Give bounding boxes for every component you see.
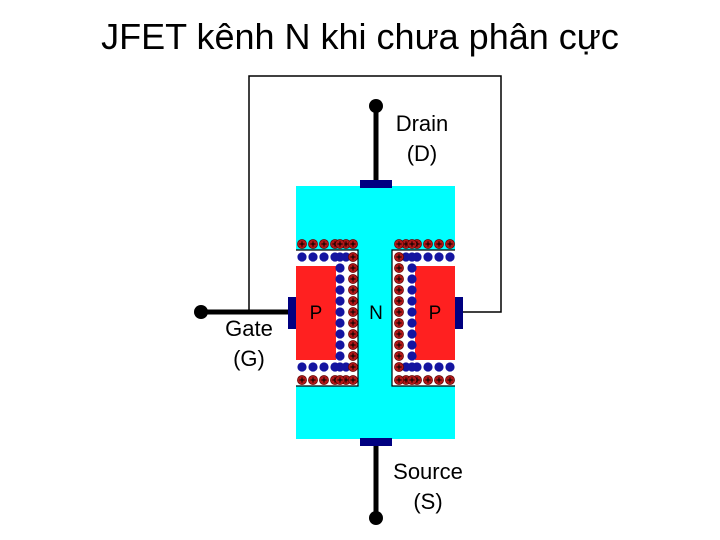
plus-dot-icon	[348, 375, 358, 385]
gate-contact-right	[455, 297, 463, 329]
minus-dot-icon	[445, 252, 455, 262]
minus-dot-icon	[335, 285, 345, 295]
plus-dot-icon	[434, 239, 444, 249]
minus-dot-icon	[335, 340, 345, 350]
minus-dot-icon	[407, 340, 417, 350]
minus-dot-icon	[297, 362, 307, 372]
plus-dot-icon	[308, 239, 318, 249]
minus-dot-icon	[407, 263, 417, 273]
minus-dot-icon	[319, 252, 329, 262]
p-region-left	[296, 266, 336, 360]
minus-dot-icon	[407, 318, 417, 328]
plus-dot-icon	[348, 239, 358, 249]
plus-dot-icon	[445, 239, 455, 249]
charge-carriers	[297, 239, 455, 385]
p-left-label: P	[310, 303, 323, 324]
plus-dot-icon	[394, 351, 404, 361]
plus-dot-icon	[348, 252, 358, 262]
p-region-right	[415, 266, 455, 360]
plus-dot-icon	[445, 375, 455, 385]
minus-dot-icon	[423, 252, 433, 262]
plus-dot-icon	[348, 307, 358, 317]
plus-dot-icon	[348, 274, 358, 284]
gate-name-label: Gate	[225, 316, 273, 341]
minus-dot-icon	[445, 362, 455, 372]
minus-dot-icon	[434, 252, 444, 262]
minus-dot-icon	[335, 274, 345, 284]
plus-dot-icon	[394, 252, 404, 262]
n-channel-label: N	[369, 303, 383, 324]
minus-dot-icon	[423, 362, 433, 372]
gate-terminal-icon	[194, 305, 208, 319]
gate-symbol-label: (G)	[233, 346, 265, 371]
drain-contact	[360, 180, 392, 188]
plus-dot-icon	[297, 375, 307, 385]
source-symbol-label: (S)	[413, 489, 442, 514]
plus-dot-icon	[308, 375, 318, 385]
source-terminal-icon	[369, 511, 383, 525]
plus-dot-icon	[394, 296, 404, 306]
plus-dot-icon	[394, 274, 404, 284]
plus-dot-icon	[394, 340, 404, 350]
plus-dot-icon	[335, 375, 345, 385]
plus-dot-icon	[407, 375, 417, 385]
plus-dot-icon	[394, 263, 404, 273]
gate-contact-left	[288, 297, 296, 329]
slide-title: JFET kênh N khi chưa phân cực	[101, 16, 619, 57]
plus-dot-icon	[407, 239, 417, 249]
minus-dot-icon	[308, 362, 318, 372]
plus-dot-icon	[394, 318, 404, 328]
minus-dot-icon	[407, 296, 417, 306]
plus-dot-icon	[423, 375, 433, 385]
minus-dot-icon	[335, 263, 345, 273]
gate-loop-wire	[248, 75, 502, 313]
minus-dot-icon	[407, 329, 417, 339]
plus-dot-icon	[394, 362, 404, 372]
plus-dot-icon	[423, 239, 433, 249]
plus-dot-icon	[319, 239, 329, 249]
plus-dot-icon	[394, 329, 404, 339]
minus-dot-icon	[407, 307, 417, 317]
plus-dot-icon	[348, 318, 358, 328]
plus-dot-icon	[335, 239, 345, 249]
minus-dot-icon	[319, 362, 329, 372]
plus-dot-icon	[394, 307, 404, 317]
plus-dot-icon	[348, 351, 358, 361]
plus-dot-icon	[348, 263, 358, 273]
plus-dot-icon	[297, 239, 307, 249]
plus-dot-icon	[394, 285, 404, 295]
plus-dot-icon	[434, 375, 444, 385]
minus-dot-icon	[335, 296, 345, 306]
minus-dot-icon	[335, 351, 345, 361]
drain-symbol-label: (D)	[407, 141, 438, 166]
minus-dot-icon	[335, 329, 345, 339]
minus-dot-icon	[407, 351, 417, 361]
plus-dot-icon	[348, 296, 358, 306]
plus-dot-icon	[394, 239, 404, 249]
minus-dot-icon	[335, 362, 345, 372]
minus-dot-icon	[407, 362, 417, 372]
minus-dot-icon	[335, 307, 345, 317]
plus-dot-icon	[394, 375, 404, 385]
plus-dot-icon	[319, 375, 329, 385]
drain-terminal-icon	[369, 99, 383, 113]
minus-dot-icon	[335, 252, 345, 262]
drain-name-label: Drain	[396, 111, 449, 136]
minus-dot-icon	[407, 274, 417, 284]
source-name-label: Source	[393, 459, 463, 484]
p-right-label: P	[429, 303, 442, 324]
source-contact	[360, 438, 392, 446]
minus-dot-icon	[308, 252, 318, 262]
plus-dot-icon	[348, 340, 358, 350]
minus-dot-icon	[297, 252, 307, 262]
minus-dot-icon	[335, 318, 345, 328]
minus-dot-icon	[407, 285, 417, 295]
minus-dot-icon	[434, 362, 444, 372]
minus-dot-icon	[407, 252, 417, 262]
plus-dot-icon	[348, 285, 358, 295]
plus-dot-icon	[348, 362, 358, 372]
plus-dot-icon	[348, 329, 358, 339]
